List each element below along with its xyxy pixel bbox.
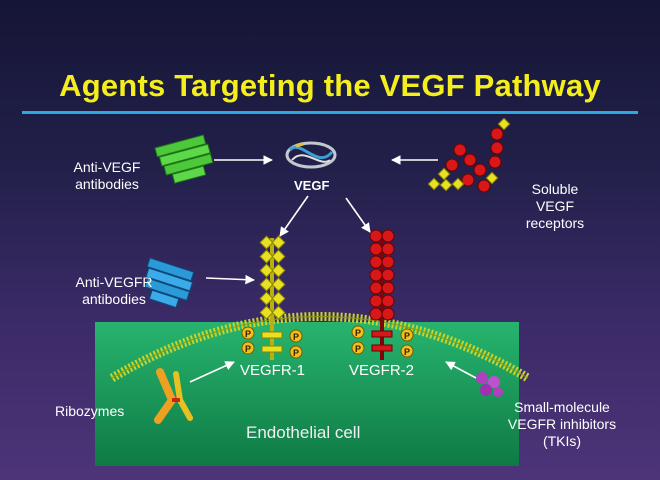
ribozyme-icon	[154, 368, 193, 424]
vegfr1-phospho-sites: P P P P	[241, 326, 303, 359]
label-line: VEGF	[535, 198, 575, 214]
vegfr2-receptor: P P P P	[351, 229, 414, 360]
phospho-label: P	[245, 329, 251, 339]
arrow-tki-to-receptor	[445, 361, 477, 379]
endothelial-cell-body	[95, 322, 519, 466]
label-line: antibodies	[75, 176, 139, 192]
phospho-label: P	[404, 347, 410, 357]
label-ribozymes: Ribozymes	[55, 403, 125, 419]
title-underline	[22, 111, 638, 114]
label-line: Anti-VEGFR	[75, 274, 153, 290]
phospho-label: P	[293, 332, 299, 342]
label-line: receptors	[525, 215, 585, 231]
label-line: VEGFR inhibitors	[507, 416, 617, 432]
vegfr1-receptor: P P P P	[241, 235, 303, 360]
vegfr2-phospho-sites: P P P P	[351, 325, 414, 358]
label-vegf: VEGF	[294, 178, 330, 193]
slide-title: Agents Targeting the VEGF Pathway	[59, 68, 601, 103]
label-line: (TKIs)	[542, 433, 582, 449]
label-vegfr2: VEGFR-2	[349, 362, 415, 379]
label-soluble-vegf-receptors: Soluble VEGF receptors	[510, 181, 600, 232]
label-line: antibodies	[82, 291, 146, 307]
label-line: Soluble	[531, 181, 579, 197]
phospho-label: P	[355, 328, 361, 338]
label-line: Small-molecule	[514, 399, 610, 415]
anti-vegf-antibody-icon	[154, 134, 214, 184]
arrow-ribozyme-to-receptor	[189, 361, 235, 383]
arrow-anti-vegfr-to-receptor	[205, 274, 255, 285]
cell-membrane	[109, 312, 531, 382]
soluble-receptor-icon	[427, 117, 511, 193]
phospho-label: P	[293, 348, 299, 358]
phospho-label: P	[404, 331, 410, 341]
vegf-molecule-icon	[285, 141, 337, 169]
phospho-label: P	[355, 344, 361, 354]
label-anti-vegfr-antibodies: Anti-VEGFR antibodies	[62, 274, 166, 308]
anti-vegfr-antibody-icon	[144, 257, 195, 309]
arrow-vegf-to-vegfr2	[345, 197, 371, 233]
label-anti-vegf-antibodies: Anti-VEGF antibodies	[52, 159, 162, 193]
phospho-label: P	[245, 344, 251, 354]
label-vegfr1: VEGFR-1	[240, 362, 306, 379]
label-tki: Small-molecule VEGFR inhibitors (TKIs)	[497, 399, 627, 450]
label-endothelial-cell: Endothelial cell	[246, 423, 361, 442]
arrow-vegf-to-vegfr1	[279, 195, 309, 237]
tki-molecule-icon	[476, 372, 503, 397]
label-line: Anti-VEGF	[73, 159, 141, 175]
